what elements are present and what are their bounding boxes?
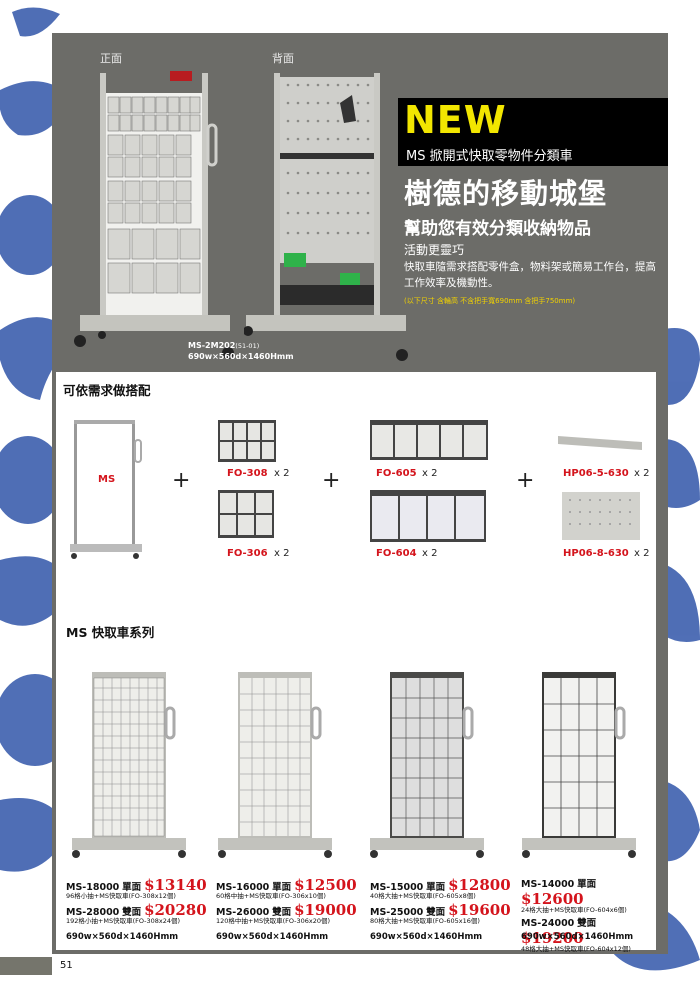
product-desc: 60格中抽+MS快取車 <box>216 892 279 900</box>
item-qty-fo-605: x 2 <box>422 468 438 479</box>
product-side: 單面 <box>272 882 292 893</box>
item-code-fo-306: FO-306 <box>227 548 268 559</box>
product-model: MS-28000 <box>66 907 120 918</box>
product-part: (FO-604x12個) <box>583 945 631 953</box>
front-view-label: 正面 <box>100 52 122 65</box>
product-model: MS-15000 <box>370 882 424 893</box>
item-code-fo-308: FO-308 <box>227 468 268 479</box>
product-ms-14000: MS-14000 單面 $12600 24格大抽+MS快取車(FO-604x6個… <box>521 876 656 954</box>
product-desc: 80格大抽+MS快取車 <box>370 917 433 925</box>
product-dims: 690w×560d×1460Hmm <box>216 932 329 942</box>
config-heading: 可依需求做搭配 <box>63 383 151 398</box>
product-part: (FO-306x20個) <box>282 917 331 925</box>
series-heading: MS 快取車系列 <box>66 625 155 640</box>
product-side: 雙面 <box>272 907 292 918</box>
item-code-hp06-8-630: HP06-8-630 <box>563 548 629 559</box>
product-side: 單面 <box>122 882 142 893</box>
hp06-8-630-pegboard-image <box>562 492 640 540</box>
product-price: $20280 <box>144 901 207 919</box>
feature-title: 活動更靈巧 <box>404 243 465 257</box>
product-desc: 48格大抽+MS快取車 <box>521 945 584 953</box>
product-dims: 690w×560d×1460Hmm <box>521 932 634 942</box>
product-price: $13140 <box>144 876 207 894</box>
item-qty-hp06-5-630: x 2 <box>634 468 650 479</box>
hero-model: MS-2M202(51-01) <box>188 341 259 350</box>
product-part: (FO-306x10個) <box>278 892 326 900</box>
product-model: MS-25000 <box>370 907 424 918</box>
fo-308-bin-image <box>218 420 276 462</box>
hero-model-code: (51-01) <box>235 342 260 350</box>
new-badge: NEW <box>404 98 507 142</box>
hero-model-name: MS-2M202 <box>188 341 236 350</box>
product-part: (FO-605x16個) <box>432 917 480 925</box>
plus-sign: + <box>322 468 341 493</box>
product-side: 雙面 <box>122 907 142 918</box>
hp06-5-630-rail-image <box>558 436 642 450</box>
product-price: $19600 <box>448 901 511 919</box>
product-model: MS-18000 <box>66 882 120 893</box>
product-desc: 40格大抽+MS快取車 <box>370 892 433 900</box>
product-image-ms-15000 <box>370 672 484 858</box>
product-side: 單面 <box>577 879 597 890</box>
plus-sign: + <box>516 468 535 493</box>
product-desc: 24格大抽+MS快取車 <box>521 906 584 914</box>
item-qty-fo-604: x 2 <box>422 548 438 559</box>
product-part: (FO-308x24個) <box>132 917 181 925</box>
product-price: $12500 <box>294 876 357 894</box>
product-desc: 192格小抽+MS快取車 <box>66 917 133 925</box>
product-model: MS-26000 <box>216 907 270 918</box>
item-code-fo-605: FO-605 <box>376 468 417 479</box>
product-part: (FO-605x8個) <box>432 892 476 900</box>
footer-bar <box>0 957 52 975</box>
product-price: $19200 <box>521 929 584 947</box>
product-desc: 96格小抽+MS快取車 <box>66 892 129 900</box>
size-note: (以下尺寸 含輪高 不含把手寬690mm 含把手750mm) <box>404 297 576 305</box>
item-code-hp06-5-630: HP06-5-630 <box>563 468 629 479</box>
item-code-fo-604: FO-604 <box>376 548 417 559</box>
product-price: $12600 <box>521 890 584 908</box>
item-qty-fo-308: x 2 <box>274 468 290 479</box>
product-ms-16000: MS-16000 單面 $12500 60格中抽+MS快取車(FO-306x10… <box>216 876 357 926</box>
product-price: $12800 <box>448 876 511 894</box>
product-ms-18000: MS-18000 單面 $13140 96格小抽+MS快取車(FO-308x12… <box>66 876 207 926</box>
fo-605-bin-image <box>370 420 488 460</box>
product-part: (FO-308x12個) <box>128 892 176 900</box>
content-panel: 可依需求做搭配 MS + + + FO-308 x 2 FO-306 x 2 F… <box>56 372 656 953</box>
product-price: $19000 <box>294 901 357 919</box>
product-side: 單面 <box>426 882 446 893</box>
product-image-ms-14000 <box>522 672 636 858</box>
headline: 樹德的移動城堡 <box>404 177 608 210</box>
product-dims: 690w×560d×1460Hmm <box>66 932 179 942</box>
hero-model-dims: 690w×560d×1460Hmm <box>188 352 294 361</box>
plus-sign: + <box>172 468 191 493</box>
product-desc: 120格中抽+MS快取車 <box>216 917 283 925</box>
item-qty-hp06-8-630: x 2 <box>634 548 650 559</box>
product-image-ms-18000 <box>72 672 186 858</box>
product-image-ms-16000 <box>218 672 332 858</box>
product-dims: 690w×560d×1460Hmm <box>370 932 483 942</box>
page-number: 51 <box>60 960 73 971</box>
base-ms-label: MS <box>98 474 116 485</box>
subheadline: 幫助您有效分類收納物品 <box>404 219 591 239</box>
back-view-label: 背面 <box>272 52 294 65</box>
series-title: MS 掀開式快取零物件分類車 <box>406 149 573 164</box>
back-cart-image <box>244 73 408 361</box>
product-part: (FO-604x6個) <box>583 906 627 914</box>
fo-306-bin-image <box>218 490 274 538</box>
feature-description: 快取車隨需求搭配零件盒，物料架或簡易工作台，提高工作效率及機動性。 <box>404 261 656 289</box>
item-qty-fo-306: x 2 <box>274 548 290 559</box>
ms-base-frame-image <box>70 420 142 559</box>
new-banner <box>398 98 668 166</box>
product-side: 雙面 <box>426 907 446 918</box>
product-model: MS-14000 <box>521 879 575 890</box>
fo-604-bin-image <box>370 490 486 542</box>
product-model: MS-16000 <box>216 882 270 893</box>
product-side: 雙面 <box>577 918 597 929</box>
product-model: MS-24000 <box>521 918 575 929</box>
front-cart-image <box>74 71 234 359</box>
hero-section: 正面 背面 <box>52 33 668 371</box>
product-ms-15000: MS-15000 單面 $12800 40格大抽+MS快取車(FO-605x8個… <box>370 876 511 926</box>
